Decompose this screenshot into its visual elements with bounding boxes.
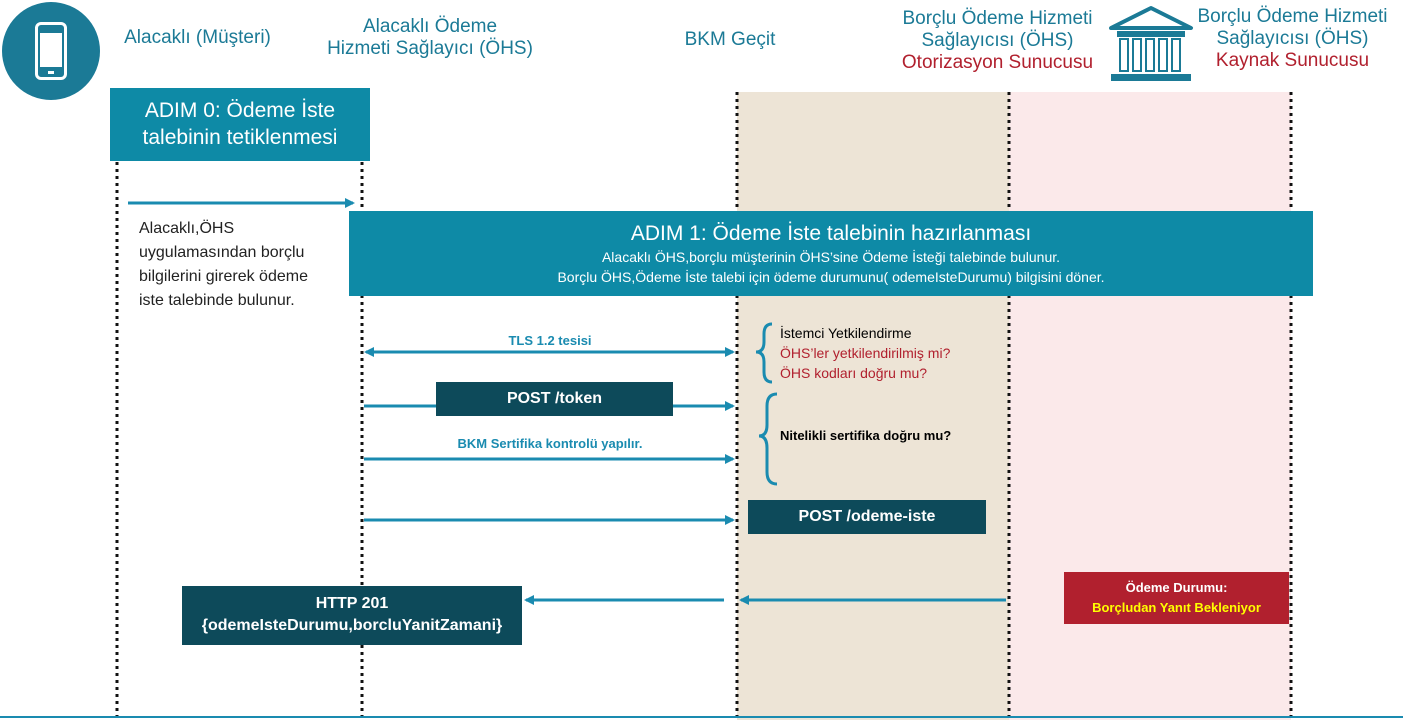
header-creditor-line1: Alacaklı Ödeme [362,16,498,37]
cert-check-label: BKM Sertifika kontrolü yapılır. [457,436,643,451]
customer-note: Alacaklı,ÖHS uygulamasından borçlu bilgi… [139,217,349,313]
post-token-box: POST /token [436,382,673,416]
http-line1: HTTP 201 [315,595,389,612]
header-resource-line2: Sağlayıcısı (ÖHS) [1216,28,1369,49]
customer-note-line2: uygulamasından borçlu [139,244,305,261]
status-box: Ödeme Durumu: Borçludan Yanıt Bekleniyor [1064,572,1289,624]
step0-box: ADIM 0: Ödeme İste talebinin tetiklenmes… [110,88,370,161]
header-auth-line1: Borçlu Ödeme Hizmeti [902,8,1093,29]
header-auth-line3: Otorizasyon Sunucusu [901,52,1094,73]
client-auth-note: İstemci Yetkilendirme ÖHS’ler yetkilendi… [780,323,1005,383]
customer-note-line3: bilgilerini girerek ödeme [139,268,308,285]
header-auth-line2: Sağlayıcısı (ÖHS) [921,30,1074,51]
header-gateway-label: BKM Geçit [684,29,776,50]
header-gateway: BKM Geçit [660,29,800,51]
cert-brace [758,392,778,486]
status-label: Ödeme Durumu: [1125,580,1228,595]
client-auth-q2: ÖHS kodları doğru mu? [780,365,928,381]
client-auth-q1: ÖHS’ler yetkilendirilmiş mi? [780,345,951,361]
header-customer: Alacaklı (Müşteri) [105,27,290,49]
tls-label: TLS 1.2 tesisi [508,333,592,348]
customer-note-line4: iste talebinde bulunur. [139,292,295,309]
gateway-lane-background [737,92,1009,720]
step1-title: ADIM 1: Ödeme İste talebinin hazırlanmas… [630,222,1032,245]
bank-building-icon [1109,6,1193,81]
http-response-box: HTTP 201 {odemeIsteDurumu,borcluYanitZam… [182,586,522,645]
header-resource-server: Borçlu Ödeme Hizmeti Sağlayıcısı (ÖHS) K… [1185,6,1400,72]
header-creditor: Alacaklı Ödeme Hizmeti Sağlayıcı (ÖHS) [305,16,555,60]
step0-line2: talebinin tetiklenmesi [142,126,338,149]
status-value: Borçludan Yanıt Bekleniyor [1092,600,1261,615]
cert-question: Nitelikli sertifika doğru mu? [780,428,952,443]
header-resource-line3: Kaynak Sunucusu [1215,50,1370,71]
post-odeme-box: POST /odeme-iste [748,500,986,534]
post-token-label: POST /token [506,390,603,407]
header-customer-label: Alacaklı (Müşteri) [124,27,271,48]
client-auth-brace [755,322,773,384]
mobile-phone-icon [2,2,100,100]
step0-line1: ADIM 0: Ödeme İste [144,99,336,122]
http-line2: {odemeIsteDurumu,borcluYanitZamani} [201,617,503,634]
post-odeme-label: POST /odeme-iste [798,508,936,525]
step1-box: ADIM 1: Ödeme İste talebinin hazırlanmas… [349,211,1313,296]
header-resource-line1: Borçlu Ödeme Hizmeti [1197,6,1388,27]
client-auth-title: İstemci Yetkilendirme [780,325,912,341]
step1-line1: Alacaklı ÖHS,borçlu müşterinin ÖHS’sine … [601,249,1061,265]
header-auth-server: Borçlu Ödeme Hizmeti Sağlayıcısı (ÖHS) O… [880,8,1115,74]
step1-line2: Borçlu ÖHS,Ödeme İste talebi için ödeme … [557,269,1105,285]
customer-note-line1: Alacaklı,ÖHS [139,220,235,237]
header-creditor-line2: Hizmeti Sağlayıcı (ÖHS) [327,38,533,59]
